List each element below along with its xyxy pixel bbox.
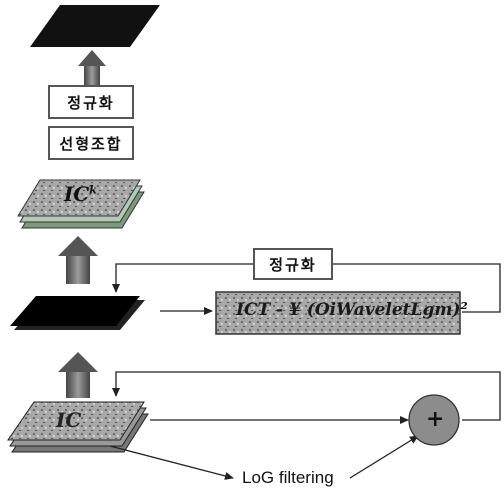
up-arrow-top bbox=[78, 50, 106, 86]
plus-sign: + bbox=[426, 406, 444, 432]
normalize-box-top: 정규화 bbox=[48, 85, 134, 119]
formula-text: ICT - ¥ (OiWaveletLgm)² bbox=[236, 300, 468, 320]
up-arrow-low bbox=[58, 352, 98, 398]
dark-layer-stack bbox=[10, 296, 145, 330]
normalize-box-mid: 정규화 bbox=[253, 248, 333, 280]
ic-k-label: ICk bbox=[64, 182, 97, 206]
log-filtering-label: LoG filtering bbox=[242, 468, 334, 488]
output-layer bbox=[30, 5, 160, 47]
input-ic-label: IC bbox=[56, 408, 81, 432]
linear-combination-box: 선형조합 bbox=[48, 126, 134, 160]
up-arrow-mid bbox=[58, 236, 98, 284]
